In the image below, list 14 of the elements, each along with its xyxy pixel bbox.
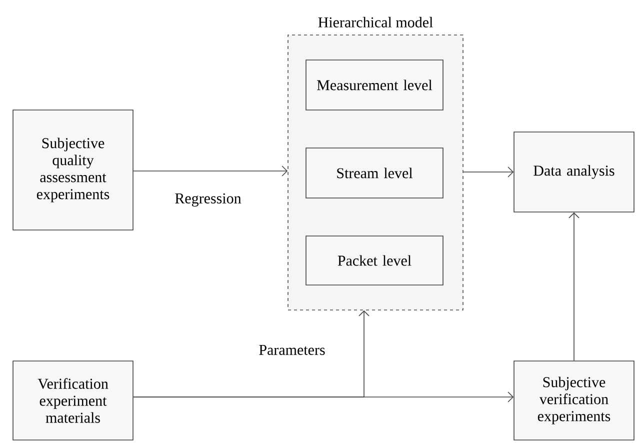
edge-label: Parameters (258, 344, 326, 356)
level-box: Packet level (306, 236, 444, 286)
arrow (133, 166, 288, 176)
process-box: Subjective verification experiments (514, 360, 634, 440)
process-box: Data analysis (514, 132, 634, 212)
arrow (568, 212, 580, 361)
level-box: Stream level (306, 148, 444, 198)
arrow (463, 166, 514, 178)
container-heading: Hierarchical model (318, 16, 433, 28)
process-box: Verification experiment materials (12, 360, 134, 440)
arrow (133, 392, 514, 402)
edge-label: Regression (174, 192, 242, 208)
level-box: Measurement level (306, 60, 444, 110)
process-box: Subjective quality assessment experiments (12, 110, 134, 230)
